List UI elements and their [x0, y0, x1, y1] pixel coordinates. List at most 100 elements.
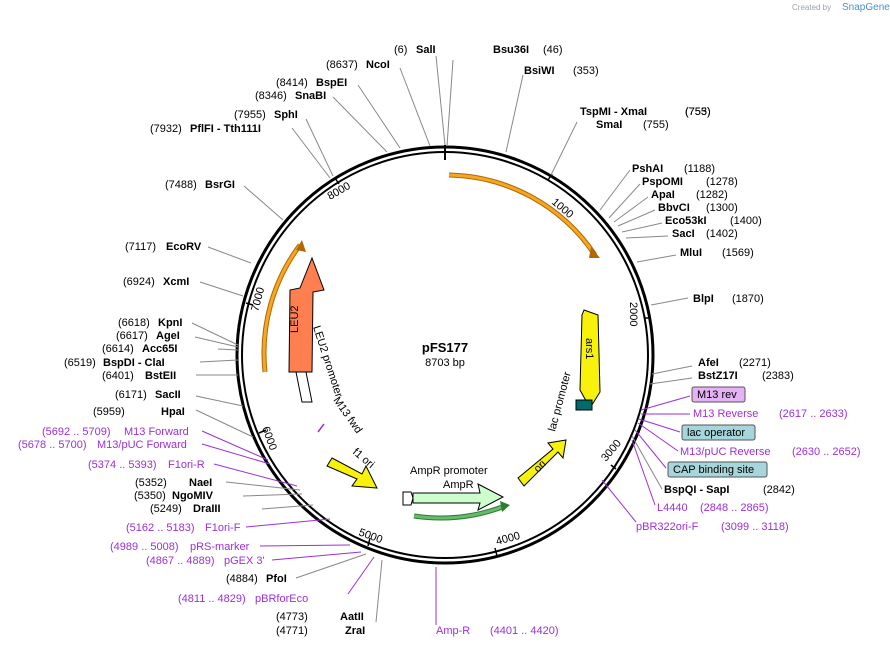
site-name[interactable]: SnaBI [295, 90, 326, 102]
m13-rev-label: M13 rev [697, 389, 737, 401]
primer-name[interactable]: pBRforEco [255, 593, 308, 605]
cap-binding-site-box[interactable] [667, 461, 768, 478]
tick-mark [245, 302, 254, 306]
primer-range: (4989 .. 5008) [110, 541, 179, 553]
site-name[interactable]: NaeI [189, 477, 212, 489]
site-name[interactable]: SalI [416, 44, 436, 56]
leader-line [625, 235, 669, 239]
leader-line [245, 518, 331, 528]
primer-name[interactable]: M13 Forward [124, 426, 189, 438]
m13-fwd-label: M13 fwd [331, 395, 365, 436]
site-name[interactable]: Bsu36I [493, 44, 529, 56]
leu2-promoter-label: LEU2 promoter [310, 324, 345, 399]
site-pos: (5959) [93, 406, 125, 418]
site-name[interactable]: BlpI [693, 293, 714, 305]
tick-mark [334, 177, 340, 185]
primer-name[interactable]: M13/pUC Reverse [680, 446, 770, 458]
orange-arc-arrowhead [296, 240, 306, 252]
site-name[interactable]: EcoRV [166, 241, 202, 253]
primer-name[interactable]: L4440 [657, 502, 688, 514]
ampr-promoter-label: AmpR promoter [410, 465, 488, 477]
site-name[interactable]: AatII [340, 611, 364, 623]
site-name[interactable]: BspEI [316, 77, 347, 89]
site-pos: (7932) [150, 123, 182, 135]
primer-name[interactable]: M13/pUC Forward [97, 439, 187, 451]
right-labels: Bsu36I (46) BsiWI (353) TspMI - XmaI (75… [446, 44, 861, 533]
tick-label: 6000 [259, 425, 279, 452]
primer-name[interactable]: pGEX 3' [224, 555, 265, 567]
site-pos: (2842) [763, 484, 795, 496]
primer-range: (5374 .. 5393) [88, 459, 157, 471]
leader-line [195, 409, 254, 438]
site-name[interactable]: AgeI [156, 330, 180, 342]
left-labels: (5249) DraIII (5350) NgoMIV (5352) NaeI … [18, 44, 446, 515]
f1-ori-feature[interactable] [326, 457, 378, 489]
lac-operator-box[interactable] [681, 424, 756, 441]
site-pos: (4771) [276, 625, 308, 637]
ampr-feature[interactable] [412, 483, 505, 511]
leu2-promoter-feature[interactable] [295, 371, 313, 403]
bottom-labels: Amp-R (4401 .. 4420) (4771) ZraI (4773) … [110, 518, 559, 637]
primer-name[interactable]: F1ori-R [168, 459, 205, 471]
site-name[interactable]: ZraI [345, 625, 365, 637]
primer-name[interactable]: pBR322ori-F [636, 521, 699, 533]
site-pos: (6617) [116, 330, 148, 342]
site-pos: (8346) [255, 90, 287, 102]
primer-name[interactable]: F1ori-F [205, 522, 241, 534]
site-pos: (2383) [762, 370, 794, 382]
site-pos: (1278) [706, 176, 738, 188]
leu2-feature[interactable] [288, 256, 325, 373]
ori-feature[interactable] [517, 439, 567, 487]
leader-line [217, 348, 239, 351]
site-name[interactable]: ApaI [651, 189, 675, 201]
leader-line [399, 67, 431, 147]
site-pos: (8637) [326, 59, 358, 71]
primer-range: (2848 .. 2865) [700, 502, 769, 514]
site-name[interactable]: HpaI [161, 406, 185, 418]
site-name[interactable]: PflFI - Tth111I [190, 123, 261, 135]
site-name[interactable]: Acc65I [142, 343, 177, 355]
site-name[interactable]: BspDI - ClaI [103, 357, 165, 369]
site-name[interactable]: NgoMIV [172, 490, 214, 502]
primer-range: (2630 .. 2652) [792, 446, 861, 458]
site-name[interactable]: SacI [672, 228, 695, 240]
site-name[interactable]: AfeI [698, 357, 719, 369]
leader-line [347, 556, 375, 595]
m13-fwd-marker [317, 423, 325, 433]
site-pos: (2271) [739, 357, 771, 369]
site-name[interactable]: PshAI [632, 163, 663, 175]
site-pos: (753) [685, 106, 711, 118]
tick-label: 3000 [599, 437, 624, 463]
site-pos: (4884) [226, 573, 258, 585]
site-name[interactable]: NcoI [366, 59, 390, 71]
site-name[interactable]: BbvCI [658, 202, 690, 214]
site-pos: (1282) [696, 189, 728, 201]
site-name[interactable]: SacII [155, 389, 181, 401]
ampr-promoter-feature[interactable] [402, 491, 414, 506]
site-name[interactable]: MluI [680, 247, 702, 259]
site-name[interactable]: BstEII [145, 370, 176, 382]
primer-name[interactable]: Amp-R [436, 625, 470, 637]
site-name[interactable]: Eco53kI [665, 215, 707, 227]
leader-line [435, 55, 446, 146]
m13-rev-box[interactable] [691, 386, 746, 403]
site-name[interactable]: XcmI [163, 276, 189, 288]
site-name[interactable]: PspOMI [642, 176, 683, 188]
site-name[interactable]: BspQI - SapI [664, 484, 729, 496]
site-pos: (755) [643, 119, 669, 131]
tick-label: 2000 [627, 302, 639, 326]
leader-line [357, 84, 401, 149]
primer-name[interactable]: pRS-marker [190, 541, 250, 553]
site-name[interactable]: PfoI [266, 573, 287, 585]
site-name[interactable]: DraIII [193, 503, 221, 515]
site-name[interactable]: KpnI [158, 317, 182, 329]
site-pos: (1870) [732, 293, 764, 305]
leader-line [225, 481, 301, 491]
site-name[interactable]: BstZ17I [698, 370, 738, 382]
site-name[interactable]: BsrGI [205, 179, 235, 191]
site-name[interactable]: TspMI - XmaI [580, 106, 647, 118]
site-name[interactable]: SmaI [596, 119, 622, 131]
primer-name[interactable]: M13 Reverse [693, 408, 758, 420]
site-name[interactable]: SphI [274, 109, 298, 121]
site-name[interactable]: BsiWI [524, 65, 555, 77]
